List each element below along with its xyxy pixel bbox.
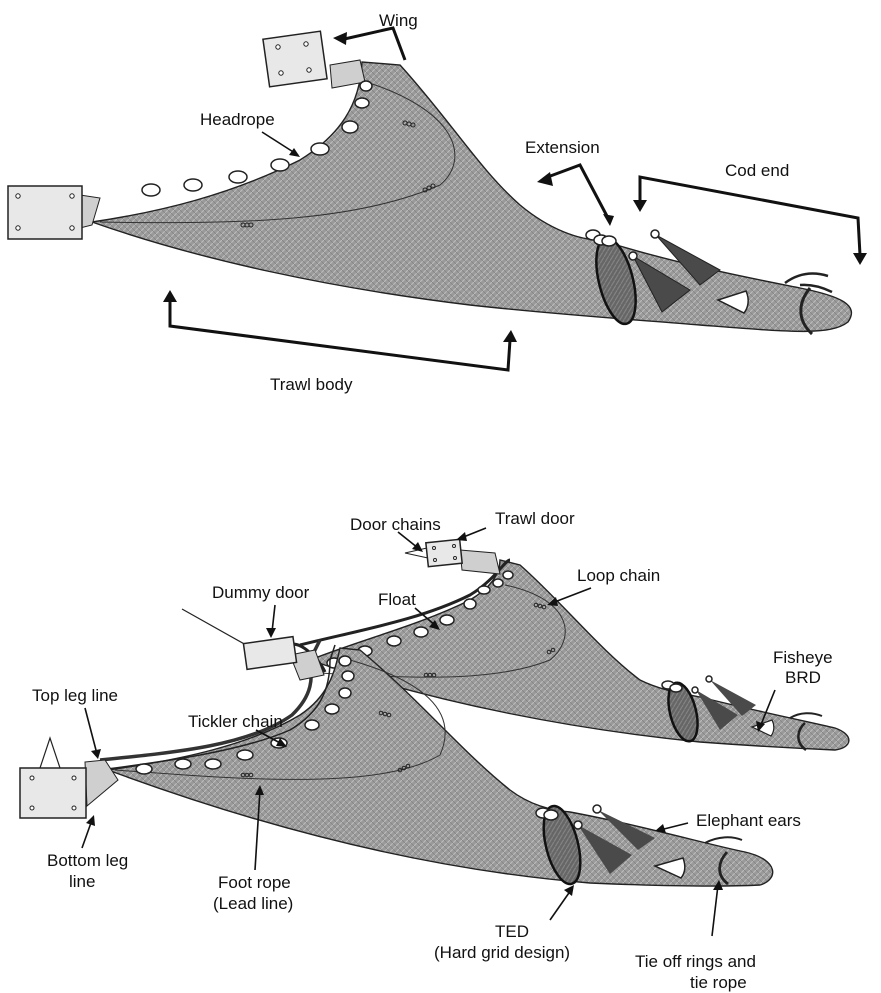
label-foot-rope-2: (Lead line): [213, 894, 293, 913]
trawl-body-arrowhead-2: [503, 330, 517, 342]
label-float: Float: [378, 590, 416, 609]
trawl-door: [405, 539, 500, 574]
label-tie-rope: tie rope: [690, 973, 747, 992]
label-wing: Wing: [379, 11, 418, 30]
label-top-leg-line: Top leg line: [32, 686, 118, 705]
top-upper-door: [263, 31, 365, 88]
lower-door: [20, 738, 118, 818]
wing-arrowhead: [333, 32, 347, 45]
upper-tie-rope: [790, 713, 822, 718]
trawl-body-bracket: [170, 302, 510, 370]
cod-end-arrowhead: [633, 200, 647, 212]
label-tickler-chain: Tickler chain: [188, 712, 283, 731]
label-brd: BRD: [785, 668, 821, 687]
extension-bracket: [545, 165, 608, 218]
upper-ear-float-2: [692, 687, 698, 693]
lower-ear-float-2: [574, 821, 582, 829]
top-lower-door: [8, 186, 100, 239]
upper-ear-float: [706, 676, 712, 682]
label-dummy-door: Dummy door: [212, 583, 310, 602]
extension-arrowhead-2: [603, 214, 614, 226]
top-leg-line-triangle: [40, 738, 60, 768]
headrope-arrowhead: [289, 148, 300, 157]
label-bottom-leg-line-2: line: [69, 872, 95, 891]
trawl-body-arrowhead: [163, 290, 177, 302]
label-ted: TED: [495, 922, 529, 941]
label-bottom-leg-line-1: Bottom leg: [47, 851, 128, 870]
label-tie-off-rings: Tie off rings and: [635, 952, 756, 971]
top-trawl: Wing Headrope Extension Cod end Trawl bo…: [8, 11, 867, 394]
cod-end-arrowhead-2: [853, 253, 867, 265]
extension-arrowhead: [537, 172, 553, 186]
cod-end-bracket: [640, 177, 860, 255]
label-foot-rope-1: Foot rope: [218, 873, 291, 892]
label-trawl-door: Trawl door: [495, 509, 575, 528]
label-trawl-body: Trawl body: [270, 375, 353, 394]
top-ear-float: [651, 230, 659, 238]
wing-bracket: [340, 28, 405, 60]
label-door-chains: Door chains: [350, 515, 441, 534]
label-cod-end: Cod end: [725, 161, 789, 180]
label-fisheye: Fisheye: [773, 648, 833, 667]
lower-tie-rope: [705, 837, 742, 843]
label-ted-design: (Hard grid design): [434, 943, 570, 962]
label-loop-chain: Loop chain: [577, 566, 660, 585]
label-headrope: Headrope: [200, 110, 275, 129]
label-elephant-ears: Elephant ears: [696, 811, 801, 830]
label-extension: Extension: [525, 138, 600, 157]
lower-ear-float: [593, 805, 601, 813]
bottom-trawl-pair: Door chains Trawl door Dummy door Loop c…: [20, 509, 849, 992]
top-ear-float-2: [629, 252, 637, 260]
